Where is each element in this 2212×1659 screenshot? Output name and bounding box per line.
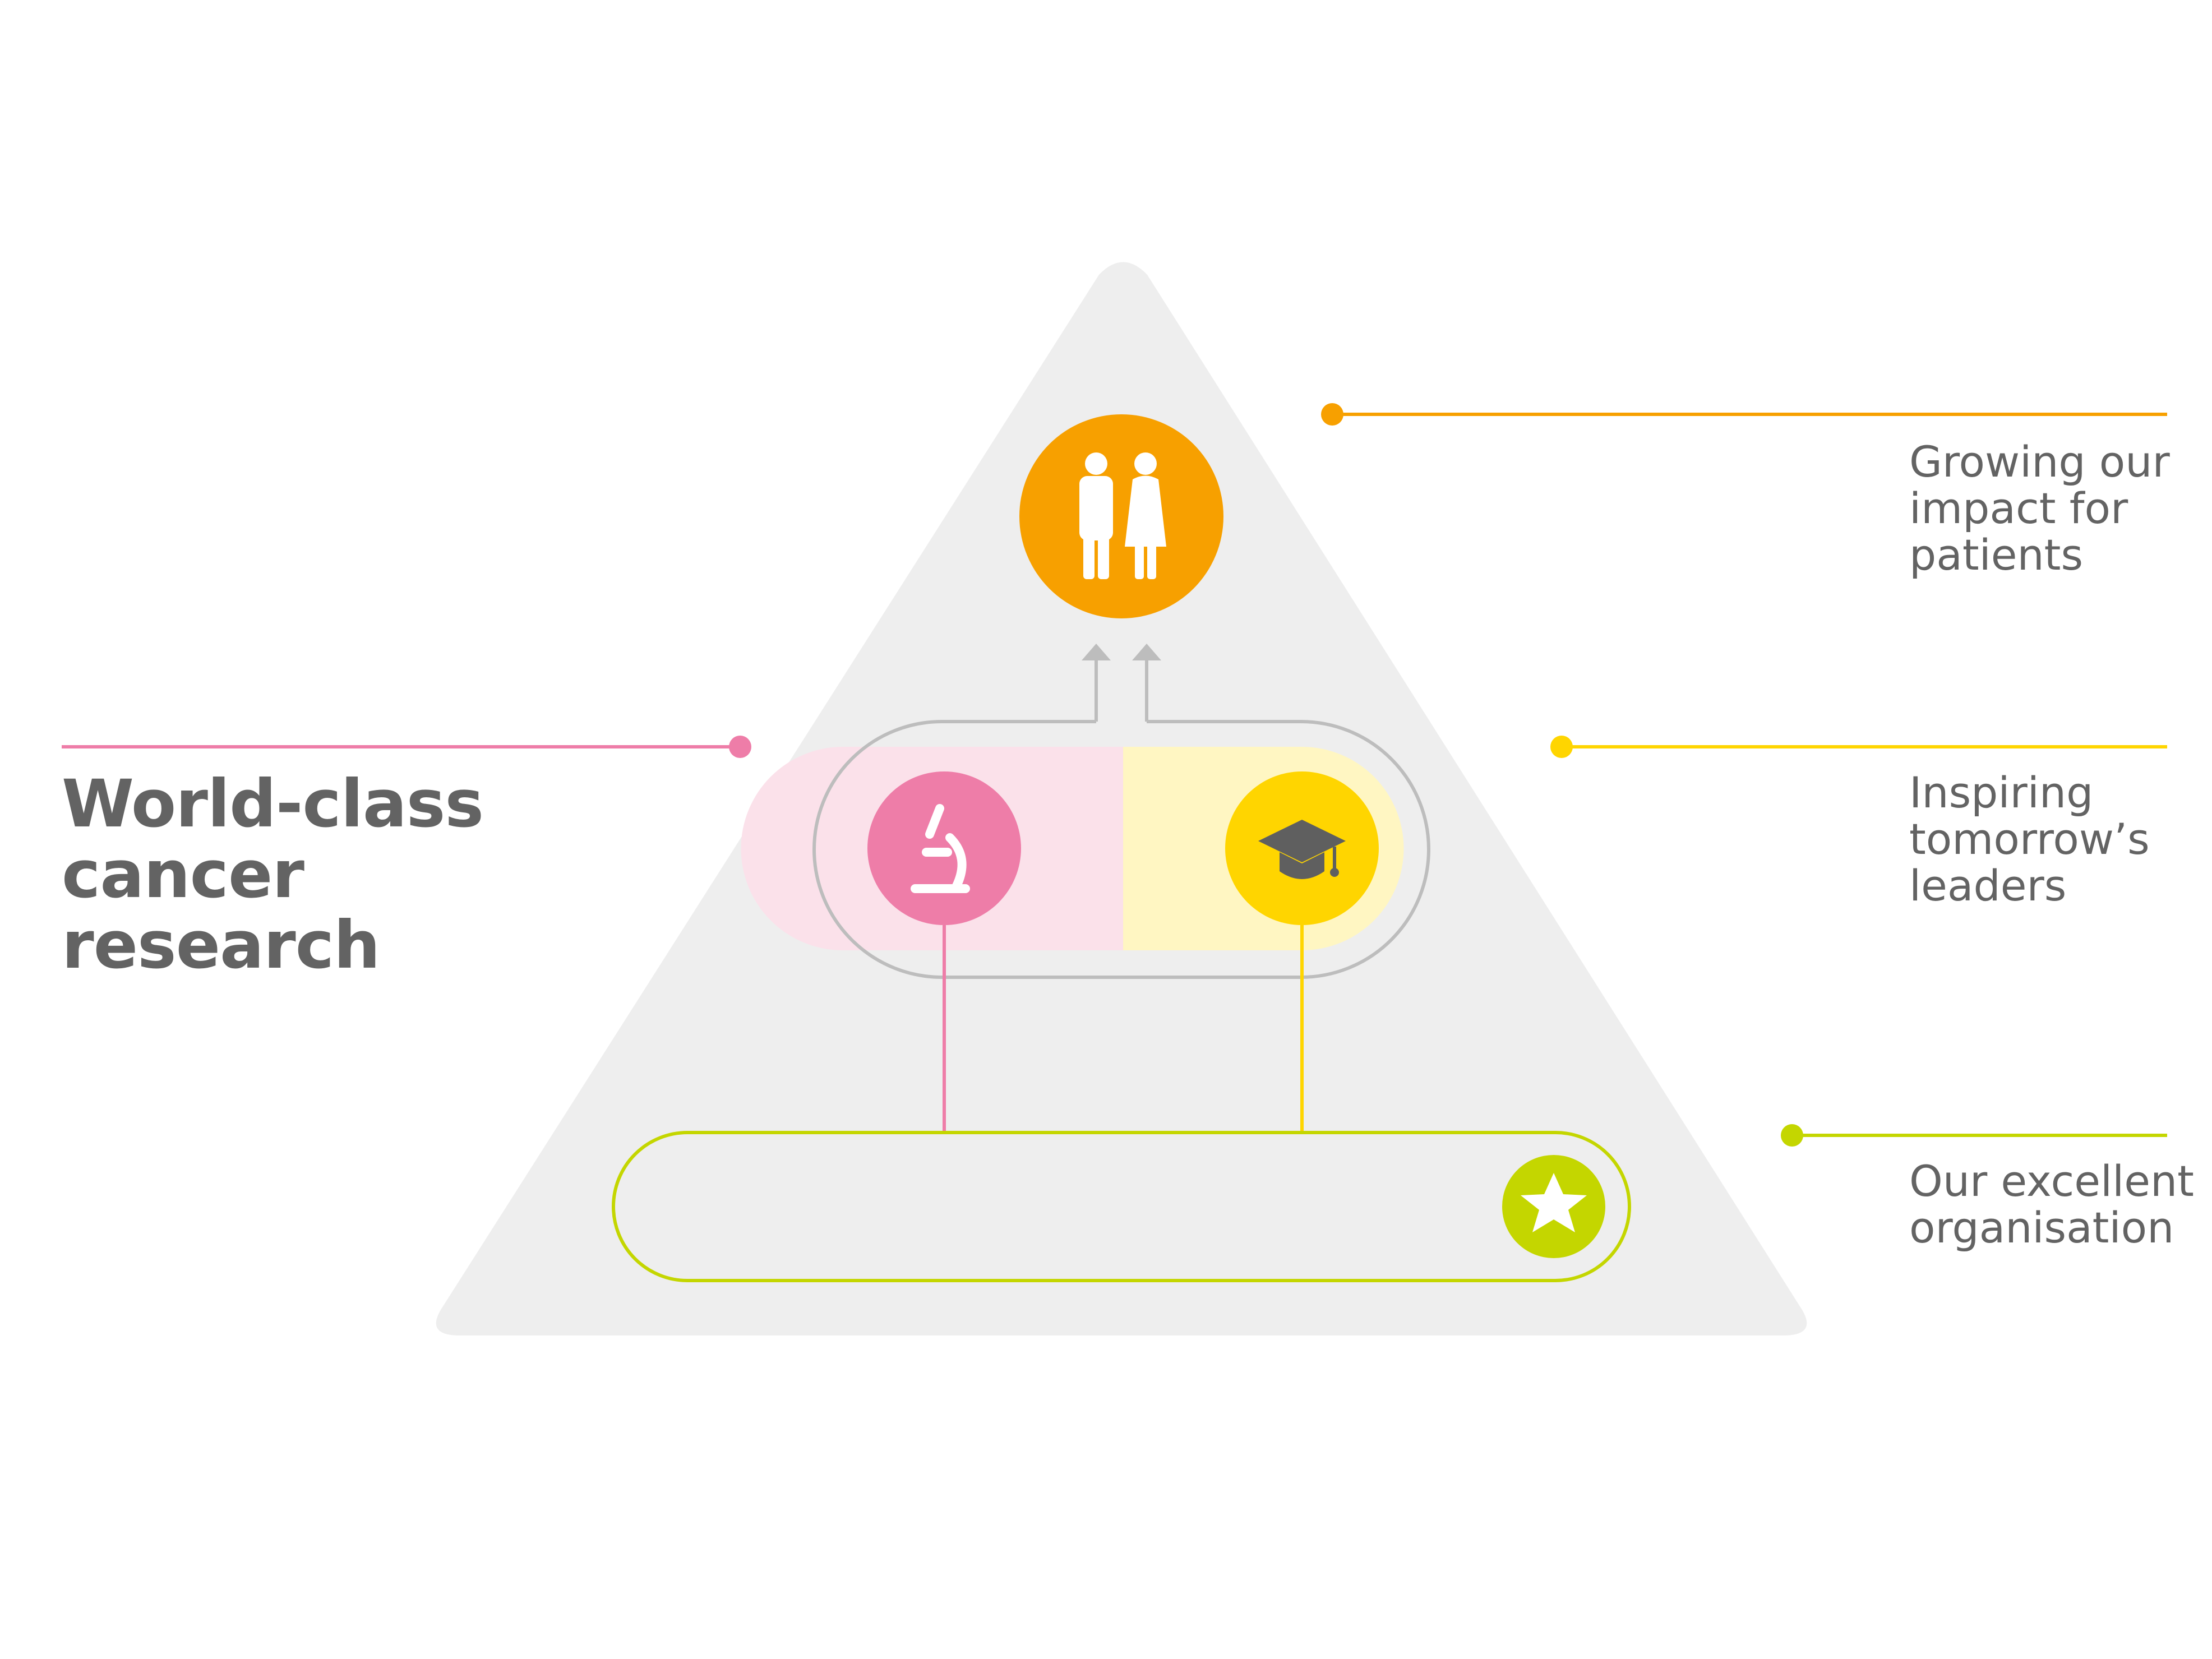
organisation-label-line: organisation bbox=[1909, 1203, 2174, 1253]
microscope-icon bbox=[911, 804, 970, 893]
research-icon-badge bbox=[867, 771, 1021, 925]
patients-label-line: impact for bbox=[1909, 483, 2128, 533]
research-label-line: research bbox=[62, 907, 380, 983]
leaders-icon-badge bbox=[1225, 771, 1379, 925]
organisation-icon-badge bbox=[1502, 1155, 1605, 1258]
star-icon bbox=[1521, 1173, 1587, 1232]
graduation-cap-icon bbox=[1258, 820, 1346, 879]
people-icon bbox=[1079, 452, 1166, 579]
research-label-line: cancer bbox=[62, 836, 304, 913]
research-label-line: World-class bbox=[62, 765, 483, 842]
organisation-bar bbox=[612, 1131, 1631, 1282]
middle-capsule-outline bbox=[812, 720, 1430, 979]
research-leader-dot bbox=[729, 736, 751, 758]
research-label: World-class cancer research bbox=[62, 765, 506, 983]
organisation-label: Our excellent organisation bbox=[1909, 1156, 2208, 1253]
arrow-head-right bbox=[1132, 644, 1161, 660]
leaders-label: Inspiring tomorrow’s leaders bbox=[1909, 768, 2163, 911]
organisation-leader-dot bbox=[1781, 1124, 1803, 1147]
leaders-label-line: leaders bbox=[1909, 861, 2066, 911]
leaders-leader-dot bbox=[1550, 736, 1573, 758]
leaders-label-line: tomorrow’s bbox=[1909, 814, 2150, 864]
organisation-label-line: Our excellent bbox=[1909, 1156, 2194, 1206]
patients-label-line: Growing our bbox=[1909, 437, 2170, 487]
patients-label: Growing our impact for patients bbox=[1909, 437, 2183, 580]
leaders-label-line: Inspiring bbox=[1909, 768, 2093, 817]
patients-icon-badge bbox=[1019, 414, 1223, 618]
patients-label-line: patients bbox=[1909, 530, 2083, 580]
arrow-head-left bbox=[1082, 644, 1111, 660]
patients-leader-dot bbox=[1321, 403, 1343, 426]
